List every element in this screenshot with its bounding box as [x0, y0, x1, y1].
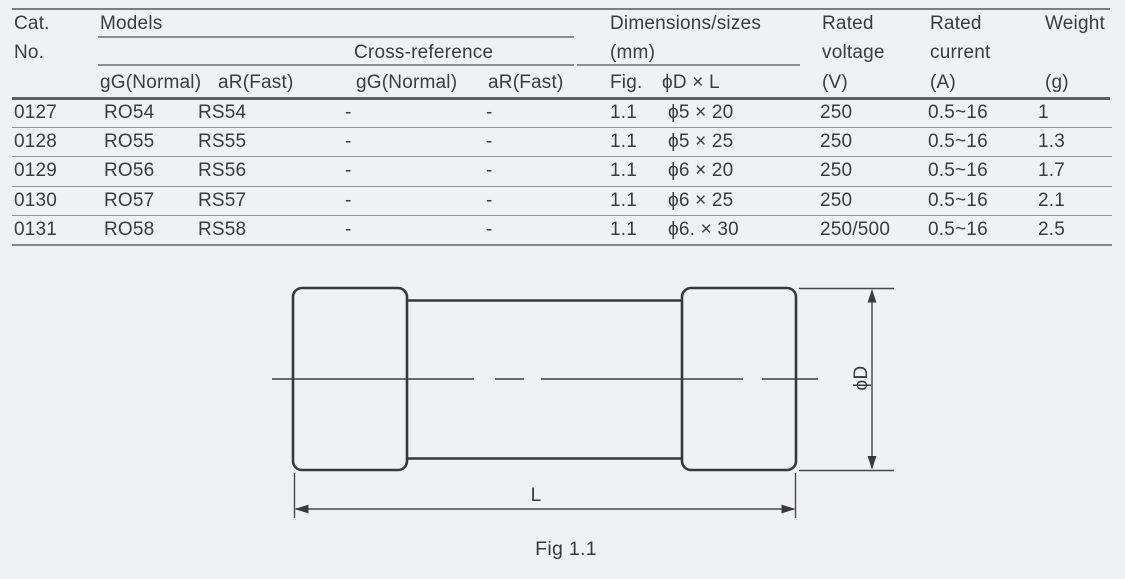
cell-dxl: ϕ6 × 20: [668, 160, 734, 182]
cell-current: 0.5~16: [928, 160, 988, 182]
table-body: 0127 RO54 RS54 - - 1.1 ϕ5 × 20 250 0.5~1…: [12, 100, 1112, 246]
cell-model-ar: RS54: [198, 102, 247, 123]
header-cross-gg: gG(Normal): [356, 72, 458, 93]
dim-d-arrow-top: [867, 289, 877, 303]
cell-fig: 1.1: [610, 160, 638, 182]
cell-voltage: 250: [820, 160, 853, 182]
cell-cat: 0127: [14, 102, 58, 123]
header-cross-ar: aR(Fast): [488, 72, 564, 93]
cell-model-gg: RO55: [104, 130, 155, 152]
cell-weight: 1.7: [1038, 160, 1066, 182]
dim-d-arrow-bottom: [867, 456, 877, 470]
cell-weight: 1.3: [1038, 130, 1066, 152]
header-dimensions-line2: (mm): [610, 42, 656, 63]
header-dimensions-line1: Dimensions/sizes: [610, 13, 762, 34]
cell-cat: 0128: [14, 130, 58, 152]
cell-dxl: ϕ5 × 20: [668, 102, 734, 123]
header-current-line3: (A): [930, 72, 956, 93]
table-top-rule: [12, 8, 1110, 10]
header-models-gg: gG(Normal): [100, 72, 202, 93]
dimensions-group-rule: [577, 64, 800, 66]
header-cat-line1: Cat.: [14, 13, 50, 34]
cell-model-ar: RS57: [198, 189, 247, 211]
cell-cat: 0131: [14, 218, 58, 240]
cell-model-ar: RS58: [198, 218, 247, 240]
cell-current: 0.5~16: [928, 130, 988, 152]
dim-l-arrow-right: [781, 504, 796, 514]
cross-reference-rule: [98, 64, 574, 66]
header-current-line2: current: [930, 42, 991, 63]
cell-cross-gg: -: [345, 218, 352, 240]
header-weight-line2: (g): [1045, 72, 1069, 93]
header-voltage-line3: (V): [822, 72, 848, 93]
dim-l-label: L: [531, 485, 542, 506]
cell-voltage: 250: [820, 130, 853, 152]
cell-cat: 0129: [14, 160, 58, 182]
header-current-line1: Rated: [930, 13, 982, 34]
table-row: 0131 RO58 RS58 - - 1.1 ϕ6. × 30 250/500 …: [12, 216, 1112, 246]
header-weight-line1: Weight: [1045, 13, 1105, 34]
fuse-left-cap: [291, 286, 409, 472]
cell-cross-gg: -: [345, 189, 352, 211]
cell-fig: 1.1: [610, 218, 638, 240]
table-row: 0127 RO54 RS54 - - 1.1 ϕ5 × 20 250 0.5~1…: [12, 100, 1112, 128]
cell-current: 0.5~16: [928, 102, 988, 123]
table-row: 0130 RO57 RS57 - - 1.1 ϕ6 × 25 250 0.5~1…: [12, 187, 1112, 216]
header-voltage-line2: voltage: [822, 42, 885, 63]
cell-cross-gg: -: [345, 102, 352, 123]
fuse-spec-table: Cat. No. Models Cross-reference gG(Norma…: [0, 0, 1125, 250]
cell-voltage: 250: [820, 102, 853, 123]
cell-current: 0.5~16: [928, 189, 988, 211]
header-fig: Fig.: [610, 72, 643, 93]
cell-cat: 0130: [14, 189, 58, 211]
cell-weight: 2.1: [1038, 189, 1066, 211]
dim-l-arrow-left: [294, 504, 309, 514]
cell-fig: 1.1: [610, 189, 638, 211]
cell-model-gg: RO56: [104, 160, 155, 182]
cell-voltage: 250: [820, 189, 853, 211]
cell-model-gg: RO57: [104, 189, 155, 211]
header-dxl: ϕD × L: [662, 72, 720, 93]
cell-dxl: ϕ6. × 30: [668, 218, 739, 240]
cell-model-ar: RS56: [198, 160, 247, 182]
cell-fig: 1.1: [610, 102, 638, 123]
fuse-right-cap: [680, 286, 798, 472]
cell-cross-gg: -: [345, 160, 352, 182]
cell-fig: 1.1: [610, 130, 638, 152]
header-cat-line2: No.: [14, 42, 45, 63]
table-row: 0129 RO56 RS56 - - 1.1 ϕ6 × 20 250 0.5~1…: [12, 157, 1112, 187]
cell-weight: 2.5: [1038, 218, 1066, 240]
cell-cross-ar: -: [486, 218, 493, 240]
cell-cross-ar: -: [486, 160, 493, 182]
models-group-rule: [98, 36, 574, 38]
header-models-group: Models: [100, 13, 163, 34]
cell-model-gg: RO54: [104, 102, 155, 123]
cell-model-ar: RS55: [198, 130, 247, 152]
header-voltage-line1: Rated: [822, 13, 874, 34]
cell-cross-ar: -: [486, 130, 493, 152]
cell-dxl: ϕ6 × 25: [668, 189, 734, 211]
cell-cross-ar: -: [486, 189, 493, 211]
dim-d-label: ϕD: [851, 366, 872, 391]
cell-dxl: ϕ5 × 25: [668, 130, 734, 152]
cell-cross-gg: -: [345, 130, 352, 152]
table-row: 0128 RO55 RS55 - - 1.1 ϕ5 × 25 250 0.5~1…: [12, 128, 1112, 157]
figure-caption: Fig 1.1: [535, 538, 597, 560]
cell-current: 0.5~16: [928, 218, 988, 240]
header-cross-reference-group: Cross-reference: [354, 42, 494, 63]
cell-cross-ar: -: [486, 102, 493, 123]
cell-voltage: 250/500: [820, 218, 891, 240]
header-models-ar: aR(Fast): [218, 72, 294, 93]
cell-model-gg: RO58: [104, 218, 155, 240]
cell-weight: 1: [1038, 102, 1049, 123]
header-bottom-rule: [12, 97, 1110, 100]
